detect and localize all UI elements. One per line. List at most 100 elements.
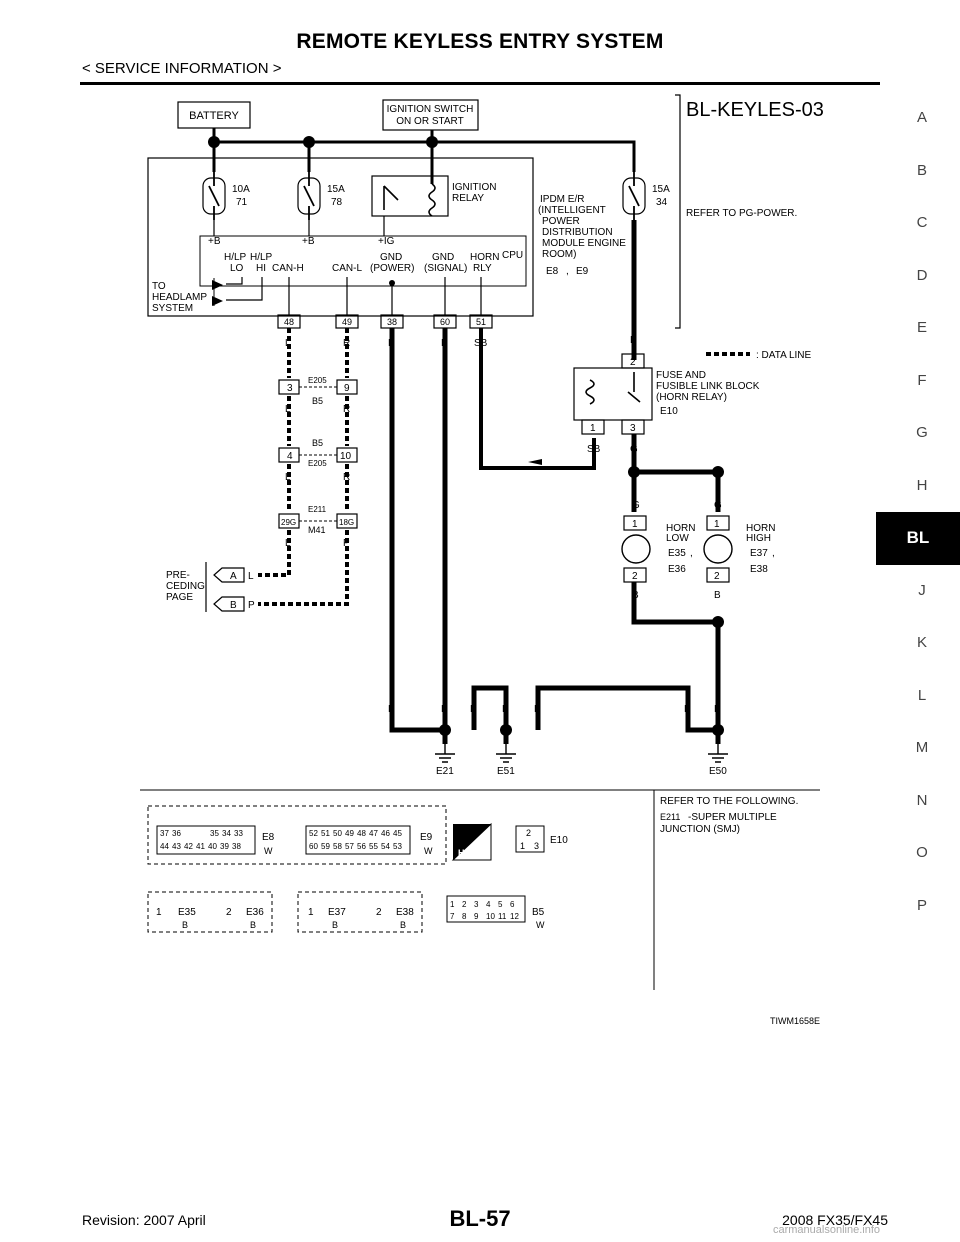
svg-text:55: 55 — [369, 842, 378, 851]
svg-text:B: B — [388, 704, 395, 715]
svg-text:1: 1 — [632, 519, 638, 530]
horn-relay-block — [573, 367, 653, 421]
svg-text:42: 42 — [184, 842, 193, 851]
svg-text:: DATA LINE: : DATA LINE — [756, 350, 812, 361]
svg-text:B: B — [684, 704, 691, 715]
svg-text:2: 2 — [462, 900, 467, 909]
ipdm-module-box — [147, 157, 534, 317]
tab-bl-active[interactable]: BL — [876, 512, 960, 565]
svg-text:2: 2 — [714, 571, 720, 582]
svg-text:HORN: HORN — [746, 523, 775, 534]
tab-c[interactable]: C — [916, 214, 928, 231]
svg-text:REFER TO THE FOLLOWING.: REFER TO THE FOLLOWING. — [660, 796, 798, 807]
tab-j[interactable]: J — [918, 581, 926, 599]
svg-text:E36: E36 — [668, 564, 686, 575]
svg-text:44: 44 — [160, 842, 169, 851]
tab-f[interactable]: F — [917, 371, 927, 389]
svg-text:L: L — [285, 472, 291, 483]
svg-text:49: 49 — [342, 317, 352, 327]
svg-text:L: L — [285, 404, 291, 415]
svg-text:1: 1 — [450, 900, 455, 909]
svg-text:G: G — [714, 500, 722, 511]
svg-text:40: 40 — [208, 842, 217, 851]
svg-text:B5: B5 — [312, 396, 323, 406]
tab-e[interactable]: E — [916, 319, 927, 336]
svg-text:41: 41 — [196, 842, 205, 851]
svg-text:+B: +B — [302, 236, 315, 247]
svg-text:MODULE ENGINE: MODULE ENGINE — [542, 238, 626, 249]
svg-text:E8: E8 — [546, 266, 559, 277]
svg-text:E38: E38 — [396, 907, 414, 918]
svg-text:48: 48 — [284, 317, 294, 327]
svg-text:E9: E9 — [576, 266, 589, 277]
svg-text:B: B — [230, 600, 237, 611]
svg-text:33: 33 — [234, 829, 243, 838]
tab-n[interactable]: N — [916, 791, 928, 809]
svg-text:HEADLAMP: HEADLAMP — [152, 292, 207, 303]
tab-h[interactable]: H — [916, 476, 928, 494]
svg-text:HI: HI — [256, 263, 266, 274]
svg-text:LOW: LOW — [666, 533, 689, 544]
svg-text:B: B — [332, 920, 338, 930]
svg-text:R: R — [343, 472, 350, 483]
svg-text:E35: E35 — [178, 907, 196, 918]
svg-text:29G: 29G — [281, 518, 296, 527]
svg-text:3: 3 — [287, 383, 293, 394]
tab-o[interactable]: O — [916, 844, 928, 861]
svg-text:P: P — [248, 600, 255, 611]
svg-text:B: B — [630, 335, 637, 346]
tab-p[interactable]: P — [916, 896, 927, 914]
svg-text:HORN: HORN — [666, 523, 695, 534]
svg-text:HORN: HORN — [470, 252, 499, 263]
svg-text:,: , — [566, 266, 569, 277]
svg-text:REFER TO PG-POWER.: REFER TO PG-POWER. — [686, 208, 797, 219]
svg-text:49: 49 — [345, 829, 354, 838]
svg-text:B5: B5 — [312, 438, 323, 448]
tab-k[interactable]: K — [916, 634, 927, 651]
svg-text:ROOM): ROOM) — [542, 249, 576, 260]
svg-text:RELAY: RELAY — [452, 193, 484, 204]
tab-l[interactable]: L — [917, 686, 927, 704]
svg-text:W: W — [536, 920, 545, 930]
svg-text:R: R — [343, 338, 350, 349]
svg-text:(HORN RELAY): (HORN RELAY) — [656, 392, 727, 403]
svg-text:SB: SB — [474, 338, 488, 349]
tab-g[interactable]: G — [916, 424, 928, 441]
svg-text:52: 52 — [309, 829, 318, 838]
svg-text:35: 35 — [210, 829, 219, 838]
svg-text:46: 46 — [381, 829, 390, 838]
svg-text:1: 1 — [156, 907, 162, 918]
figure-reference: TIWM1658E — [770, 1016, 820, 1026]
svg-text:2: 2 — [376, 907, 382, 918]
svg-text:9: 9 — [474, 912, 479, 921]
svg-text:38: 38 — [232, 842, 241, 851]
svg-text:E37: E37 — [328, 907, 346, 918]
tab-a[interactable]: A — [916, 109, 927, 126]
svg-text:(POWER): (POWER) — [370, 263, 414, 274]
svg-text:47: 47 — [369, 829, 378, 838]
svg-text:59: 59 — [321, 842, 330, 851]
svg-text:E50: E50 — [709, 766, 727, 777]
svg-text:IPDM E/R: IPDM E/R — [540, 194, 584, 205]
svg-text:56: 56 — [357, 842, 366, 851]
svg-text:3: 3 — [534, 841, 539, 851]
svg-text:3: 3 — [630, 423, 636, 434]
svg-text:CEDING: CEDING — [166, 581, 205, 592]
horn-low-symbol — [621, 534, 651, 564]
section-tabs: A B C D E F G H BL J K L M N O P — [876, 92, 960, 932]
svg-text:B: B — [534, 704, 541, 715]
svg-text:4: 4 — [287, 451, 293, 462]
tab-b[interactable]: B — [916, 161, 927, 179]
tab-d[interactable]: D — [916, 266, 928, 284]
svg-text:48: 48 — [357, 829, 366, 838]
svg-text:H/LP: H/LP — [250, 252, 273, 263]
svg-text:2: 2 — [632, 571, 638, 582]
hs-icon: H.S. — [458, 848, 476, 858]
svg-text:2: 2 — [526, 828, 531, 838]
header-divider — [80, 82, 880, 85]
svg-text:1: 1 — [714, 519, 720, 530]
ignition-relay — [371, 175, 449, 217]
tab-m[interactable]: M — [915, 739, 929, 756]
svg-text:IGNITION: IGNITION — [452, 182, 496, 193]
svg-text:PAGE: PAGE — [166, 592, 193, 603]
